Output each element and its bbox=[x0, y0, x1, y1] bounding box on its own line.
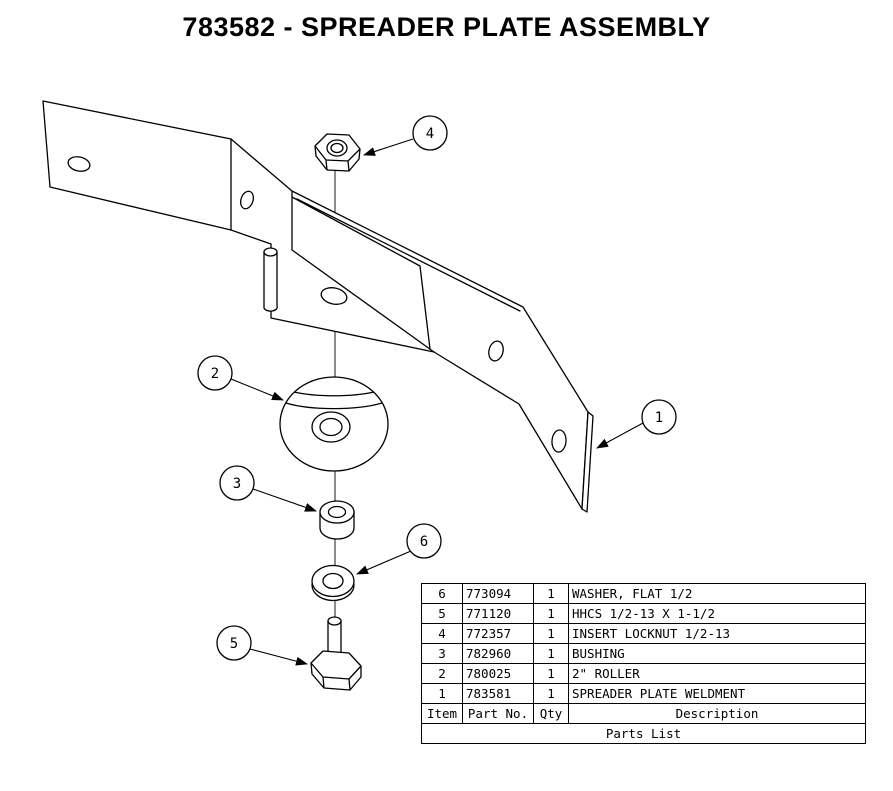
hole-web-right bbox=[488, 340, 504, 362]
parts-row-4: 4 772357 1 INSERT LOCKNUT 1/2-13 bbox=[421, 623, 866, 644]
item-cell: 6 bbox=[421, 583, 463, 604]
part-no-cell: 780025 bbox=[462, 663, 534, 684]
mounting-hole-right bbox=[551, 429, 567, 453]
mounting-hole-left bbox=[67, 156, 91, 172]
description-cell: INSERT LOCKNUT 1/2-13 bbox=[568, 623, 866, 644]
weld-pin bbox=[263, 251, 278, 312]
leader-line-3 bbox=[252, 488, 317, 512]
item-header: Item bbox=[421, 703, 463, 724]
qty-cell: 1 bbox=[533, 663, 569, 684]
balloon-4-label: 4 bbox=[426, 126, 434, 142]
balloons: 1 2 3 4 5 6 bbox=[197, 115, 677, 661]
slot-hole bbox=[320, 287, 348, 305]
leader-line-2 bbox=[230, 378, 284, 401]
description-cell: SPREADER PLATE WELDMENT bbox=[568, 683, 866, 704]
parts-header-row: Item Part No. Qty Description bbox=[421, 703, 866, 724]
leader-lines bbox=[230, 138, 644, 666]
item-cell: 3 bbox=[421, 643, 463, 664]
spreader-plate-weldment-drawing bbox=[42, 100, 594, 513]
bushing-drawing bbox=[319, 500, 355, 540]
part-no-cell: 783581 bbox=[462, 683, 534, 704]
parts-list: 6 773094 1 WASHER, FLAT 1/2 5 771120 1 H… bbox=[421, 583, 866, 744]
leader-line-6 bbox=[356, 550, 412, 575]
leader-line-4 bbox=[363, 138, 414, 156]
qty-cell: 1 bbox=[533, 683, 569, 704]
locknut-drawing bbox=[314, 133, 361, 172]
balloon-1: 1 bbox=[641, 399, 677, 435]
balloon-5: 5 bbox=[216, 625, 252, 661]
balloon-4: 4 bbox=[412, 115, 448, 151]
part-no-cell: 772357 bbox=[462, 623, 534, 644]
balloon-3-label: 3 bbox=[233, 476, 241, 492]
part-no-cell: 782960 bbox=[462, 643, 534, 664]
description-cell: 2" ROLLER bbox=[568, 663, 866, 684]
parts-row-1: 1 783581 1 SPREADER PLATE WELDMENT bbox=[421, 683, 866, 704]
qty-cell: 1 bbox=[533, 643, 569, 664]
parts-list-caption: Parts List bbox=[421, 723, 866, 744]
balloon-2: 2 bbox=[197, 355, 233, 391]
leader-line-1 bbox=[596, 422, 644, 449]
qty-cell: 1 bbox=[533, 623, 569, 644]
part-no-header: Part No. bbox=[462, 703, 534, 724]
balloon-1-label: 1 bbox=[655, 410, 663, 426]
balloon-6-label: 6 bbox=[420, 534, 428, 550]
balloon-3: 3 bbox=[219, 465, 255, 501]
parts-row-2: 2 780025 1 2" ROLLER bbox=[421, 663, 866, 684]
bolt-drawing bbox=[310, 616, 362, 691]
part-no-cell: 773094 bbox=[462, 583, 534, 604]
item-cell: 1 bbox=[421, 683, 463, 704]
qty-cell: 1 bbox=[533, 583, 569, 604]
item-cell: 5 bbox=[421, 603, 463, 624]
weldment-edge-thickness bbox=[581, 411, 594, 513]
parts-caption-row: Parts List bbox=[421, 723, 866, 744]
description-cell: BUSHING bbox=[568, 643, 866, 664]
item-cell: 4 bbox=[421, 623, 463, 644]
roller-drawing bbox=[279, 376, 389, 472]
parts-row-5: 5 771120 1 HHCS 1/2-13 X 1-1/2 bbox=[421, 603, 866, 624]
description-cell: WASHER, FLAT 1/2 bbox=[568, 583, 866, 604]
description-cell: HHCS 1/2-13 X 1-1/2 bbox=[568, 603, 866, 624]
part-no-cell: 771120 bbox=[462, 603, 534, 624]
parts-row-3: 3 782960 1 BUSHING bbox=[421, 643, 866, 664]
qty-cell: 1 bbox=[533, 603, 569, 624]
washer-drawing bbox=[311, 564, 355, 602]
parts-row-6: 6 773094 1 WASHER, FLAT 1/2 bbox=[421, 583, 866, 604]
balloon-2-label: 2 bbox=[211, 366, 219, 382]
balloon-5-label: 5 bbox=[230, 636, 238, 652]
qty-header: Qty bbox=[533, 703, 569, 724]
balloon-6: 6 bbox=[406, 523, 442, 559]
hole-web-left bbox=[240, 190, 254, 210]
parts-list-table: 6 773094 1 WASHER, FLAT 1/2 5 771120 1 H… bbox=[421, 583, 866, 744]
leader-line-5 bbox=[249, 648, 308, 666]
drawing-title: 783582 - SPREADER PLATE ASSEMBLY bbox=[182, 12, 711, 42]
item-cell: 2 bbox=[421, 663, 463, 684]
description-header: Description bbox=[568, 703, 866, 724]
